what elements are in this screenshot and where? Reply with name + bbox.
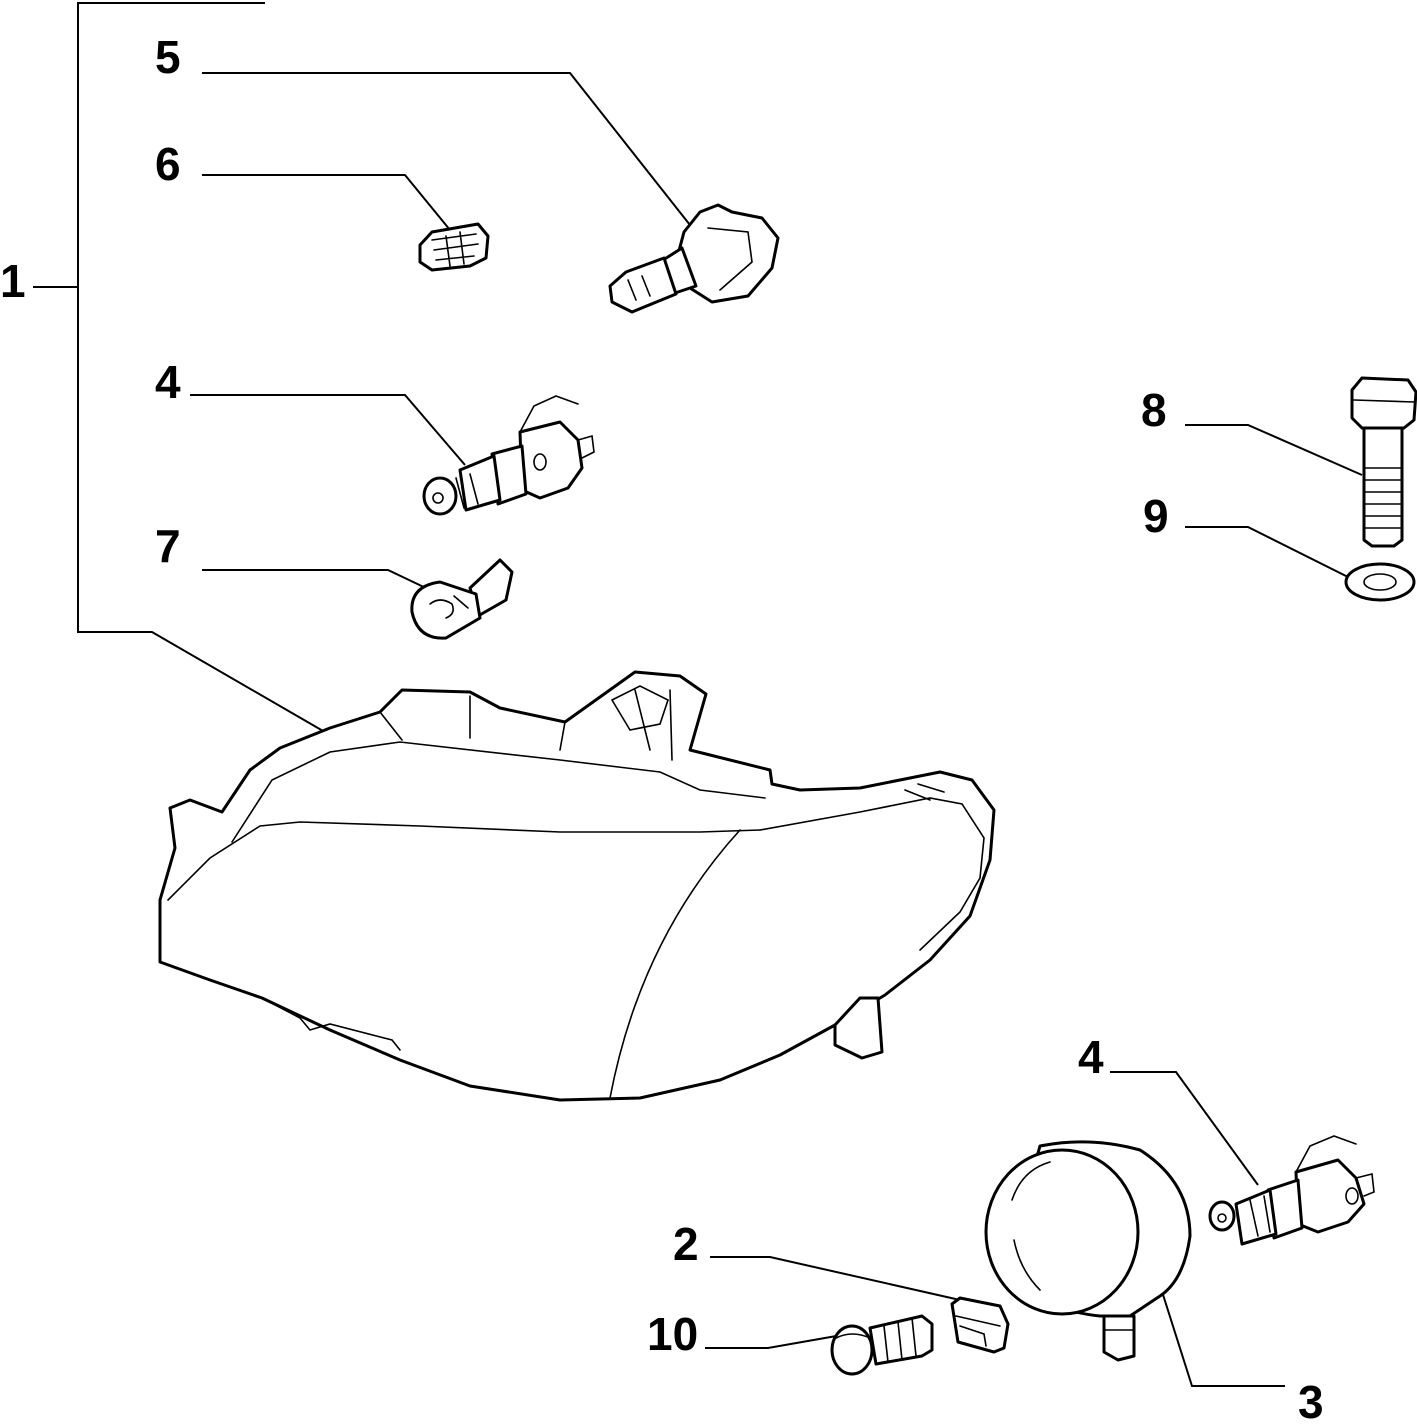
callout-9: 9 [1143,490,1169,542]
bolt-8 [1350,376,1417,548]
bulb-4-bottom [1208,1135,1375,1246]
callout-4-bottom: 4 [1078,1031,1104,1083]
leader-4-top [190,394,466,466]
fog-lamp-3 [984,1140,1192,1362]
callout-2: 2 [673,1218,699,1270]
leader-8 [1185,424,1363,476]
callout-10: 10 [647,1308,698,1360]
leader-6 [202,174,451,231]
headlamp-assembly-1 [158,670,996,1102]
callout-8: 8 [1141,384,1167,436]
leader-4-bottom [1110,1071,1259,1186]
callout-7: 7 [155,520,181,572]
callout-6: 6 [155,138,181,190]
leader-2 [710,1256,961,1301]
leader-lines [190,72,1363,1387]
leader-5 [202,72,691,226]
bulb-5 [608,203,780,314]
callout-3: 3 [1298,1376,1324,1425]
leader-7 [202,569,431,591]
bulb-7 [410,558,514,640]
callout-1: 1 [0,255,26,307]
leader-3 [1151,1259,1285,1387]
assembly-bracket-1 [33,2,331,736]
leader-10 [705,1334,843,1349]
callout-4-top: 4 [155,356,181,408]
clip-2 [950,1296,1010,1354]
bulb-6 [418,222,490,272]
leader-9 [1185,526,1351,579]
callout-5: 5 [155,31,181,83]
screw-10 [830,1314,934,1376]
callout-labels: 1 5 6 4 7 8 9 4 2 10 3 [0,31,1324,1425]
washer-9 [1344,562,1416,602]
bulb-4-top [422,395,595,516]
